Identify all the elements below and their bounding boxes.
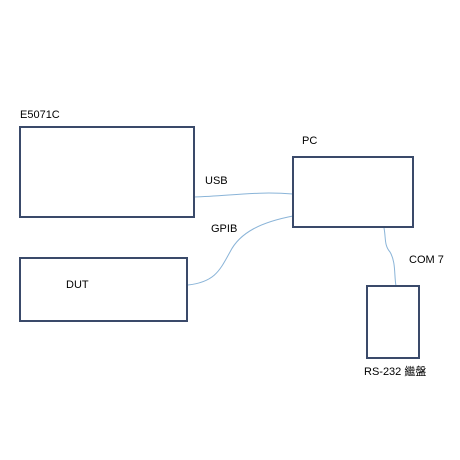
- gpib-cable: [187, 215, 294, 286]
- dut-label: DUT: [66, 279, 89, 291]
- dut-box: [19, 257, 188, 322]
- analyzer-box: [19, 126, 195, 218]
- analyzer-label: E5071C: [20, 109, 60, 121]
- relay-label: RS-232 繼盤: [364, 366, 427, 378]
- pc-box: [292, 156, 414, 228]
- pc-label: PC: [302, 135, 318, 147]
- com-cable: [383, 227, 397, 287]
- com-label: COM 7: [409, 254, 444, 266]
- usb-label: USB: [205, 175, 228, 187]
- gpib-label: GPIB: [211, 223, 238, 235]
- relay-box: [366, 285, 420, 359]
- usb-cable: [193, 192, 294, 198]
